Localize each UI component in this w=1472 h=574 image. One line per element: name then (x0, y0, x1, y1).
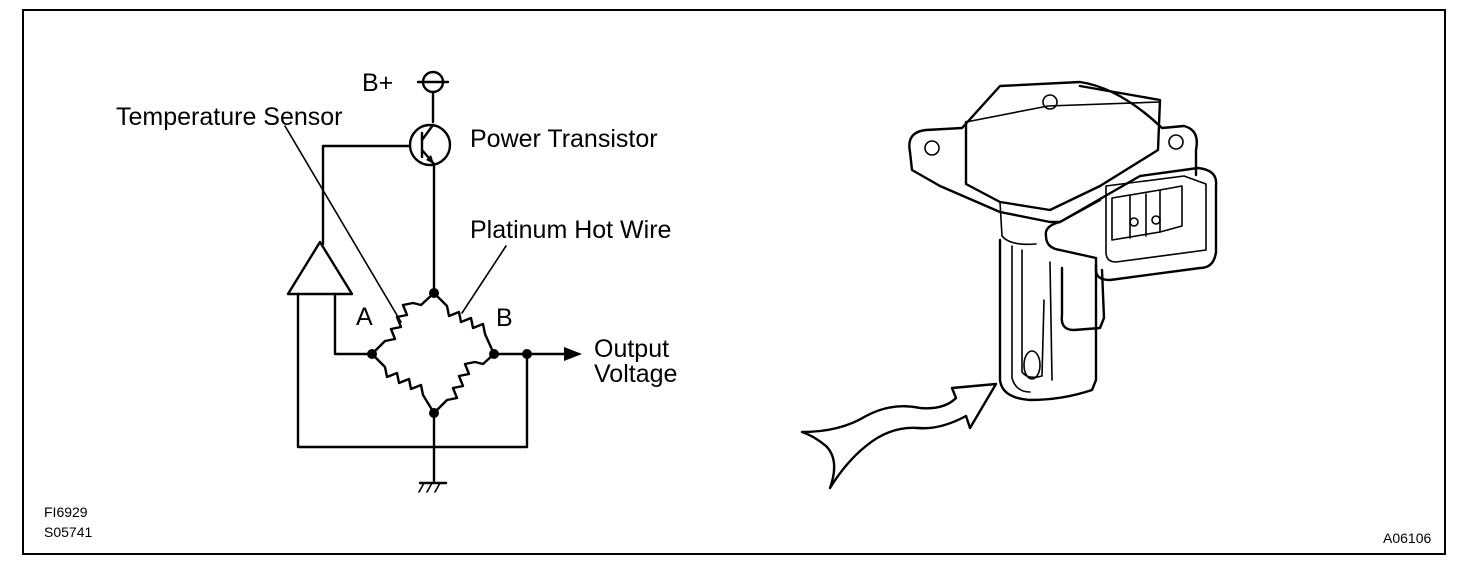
ground-icon (418, 481, 448, 493)
mass-airflow-meter-icon (908, 80, 1218, 402)
power-transistor-label: Power Transistor (470, 125, 658, 153)
point-b-label: B (496, 304, 513, 332)
op-amp-input-a-wire (333, 292, 374, 356)
figure-code-2: S05741 (44, 524, 92, 540)
supply-label: B+ (362, 69, 393, 97)
circuit-diagram: B+ Power Transistor (116, 69, 677, 493)
resistor-icon (370, 291, 496, 415)
figure-frame (22, 9, 1446, 555)
output-label-line2: Voltage (594, 360, 677, 388)
output-label-line1: Output (594, 335, 669, 363)
bridge-node-a (367, 349, 377, 359)
temperature-sensor-leader (284, 125, 402, 323)
base-wire (321, 144, 412, 246)
op-amp-input-b-wire (296, 292, 529, 449)
hot-wire-label: Platinum Hot Wire (470, 216, 671, 244)
transistor-icon (408, 123, 452, 167)
output-arrow-icon (564, 347, 582, 361)
hot-wire-leader (461, 245, 507, 314)
temperature-sensor-label: Temperature Sensor (116, 103, 343, 131)
figure-code-3: A06106 (1383, 530, 1431, 546)
supply-terminal-icon (416, 70, 450, 94)
point-a-label: A (356, 303, 373, 331)
airflow-arrow-icon (800, 382, 998, 490)
op-amp-icon (286, 240, 354, 296)
bridge-node-top (429, 288, 439, 298)
figure-code-1: FI6929 (44, 504, 88, 520)
